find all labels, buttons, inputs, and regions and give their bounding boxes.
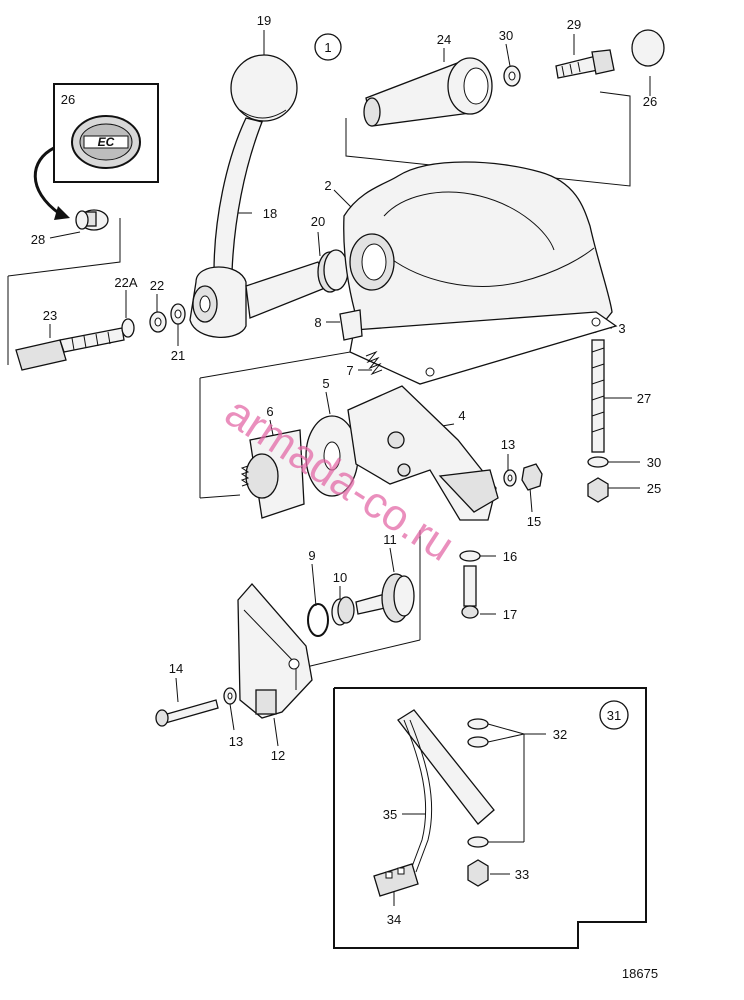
part-22-washer xyxy=(149,311,167,333)
part-11-gear xyxy=(355,573,415,623)
callout-21: 21 xyxy=(171,348,185,363)
part-35-sensor-arm xyxy=(397,709,495,873)
callout-8: 8 xyxy=(314,315,321,330)
part-33-nut xyxy=(467,859,489,887)
callout-26-right: 26 xyxy=(643,94,657,109)
callout-18: 18 xyxy=(263,206,277,221)
circle-label-1: 1 xyxy=(324,40,331,55)
circle-marker-1: 1 xyxy=(314,33,342,61)
part-27-stud xyxy=(591,339,605,453)
part-30-washer-top xyxy=(503,65,521,87)
circle-marker-31: 31 xyxy=(599,700,629,730)
part-6-gear-plate xyxy=(240,429,305,519)
callout-5: 5 xyxy=(322,376,329,391)
callout-25: 25 xyxy=(647,481,661,496)
part-19-knob xyxy=(230,54,298,122)
callout-33: 33 xyxy=(515,867,529,882)
part-10-bushing xyxy=(331,596,355,626)
callout-6: 6 xyxy=(266,404,273,419)
callout-9: 9 xyxy=(308,548,315,563)
part-22A-washer xyxy=(121,318,135,338)
callout-20: 20 xyxy=(311,214,325,229)
part-8-detent xyxy=(339,309,363,341)
curved-arrow-icon xyxy=(33,146,61,216)
part-13-washer-right xyxy=(503,469,517,487)
part-28-cap xyxy=(75,209,109,231)
part-12-sensor xyxy=(237,583,313,719)
box-31 xyxy=(333,687,647,949)
callout-30-top: 30 xyxy=(499,28,513,43)
inset-26-box: EC xyxy=(33,83,159,220)
callout-labels: 19 24 30 29 26 26 2 18 20 28 22A 22 23 2… xyxy=(31,13,661,927)
part-23-screw xyxy=(15,327,125,371)
callout-27: 27 xyxy=(637,391,651,406)
callout-4: 4 xyxy=(458,408,465,423)
part-9-oring xyxy=(307,603,329,637)
callout-30-lower: 30 xyxy=(647,455,661,470)
part-24-handle xyxy=(363,57,493,127)
callout-13-right: 13 xyxy=(501,437,515,452)
part-15-nut xyxy=(521,463,543,491)
part-26-cap-right xyxy=(631,29,665,67)
part-20-bushing xyxy=(317,249,349,293)
part-16-washer xyxy=(459,550,481,562)
callout-19: 19 xyxy=(257,13,271,28)
callout-17: 17 xyxy=(503,607,517,622)
part-34-connector xyxy=(373,863,419,897)
callout-10: 10 xyxy=(333,570,347,585)
callout-16: 16 xyxy=(503,549,517,564)
part-32-washers xyxy=(467,718,489,848)
callout-11: 11 xyxy=(383,532,397,547)
callout-32: 32 xyxy=(553,727,567,742)
callout-12: 12 xyxy=(271,748,285,763)
part-13-washer-lower xyxy=(223,687,237,705)
part-4-bracket xyxy=(347,385,499,521)
inset-ec-text: EC xyxy=(98,135,115,149)
callout-22: 22 xyxy=(150,278,164,293)
part-29-bolt xyxy=(555,49,615,79)
callout-15: 15 xyxy=(527,514,541,529)
callout-2: 2 xyxy=(324,178,331,193)
callout-24: 24 xyxy=(437,32,451,47)
callout-7: 7 xyxy=(346,363,353,378)
callout-28: 28 xyxy=(31,232,45,247)
callout-22A: 22A xyxy=(114,275,137,290)
callout-34: 34 xyxy=(387,912,401,927)
callout-14: 14 xyxy=(169,661,183,676)
part-17-bolt xyxy=(461,565,479,619)
part-18-lever xyxy=(189,117,331,338)
part-25-nut xyxy=(587,477,609,503)
part-5-disc xyxy=(305,415,359,497)
part-7-spring xyxy=(365,350,383,376)
drawing-number: 18675 xyxy=(622,966,658,981)
part-3-gasket xyxy=(349,311,618,385)
callout-23: 23 xyxy=(43,308,57,323)
callout-29: 29 xyxy=(567,17,581,32)
callout-26-inset: 26 xyxy=(61,92,75,107)
callout-35: 35 xyxy=(383,807,397,822)
callout-3: 3 xyxy=(618,321,625,336)
part-30-washer-lower xyxy=(587,456,609,468)
part-14-screw xyxy=(155,699,219,727)
part-21-washer xyxy=(170,303,186,325)
callout-13-lower: 13 xyxy=(229,734,243,749)
circle-label-31: 31 xyxy=(607,708,621,723)
